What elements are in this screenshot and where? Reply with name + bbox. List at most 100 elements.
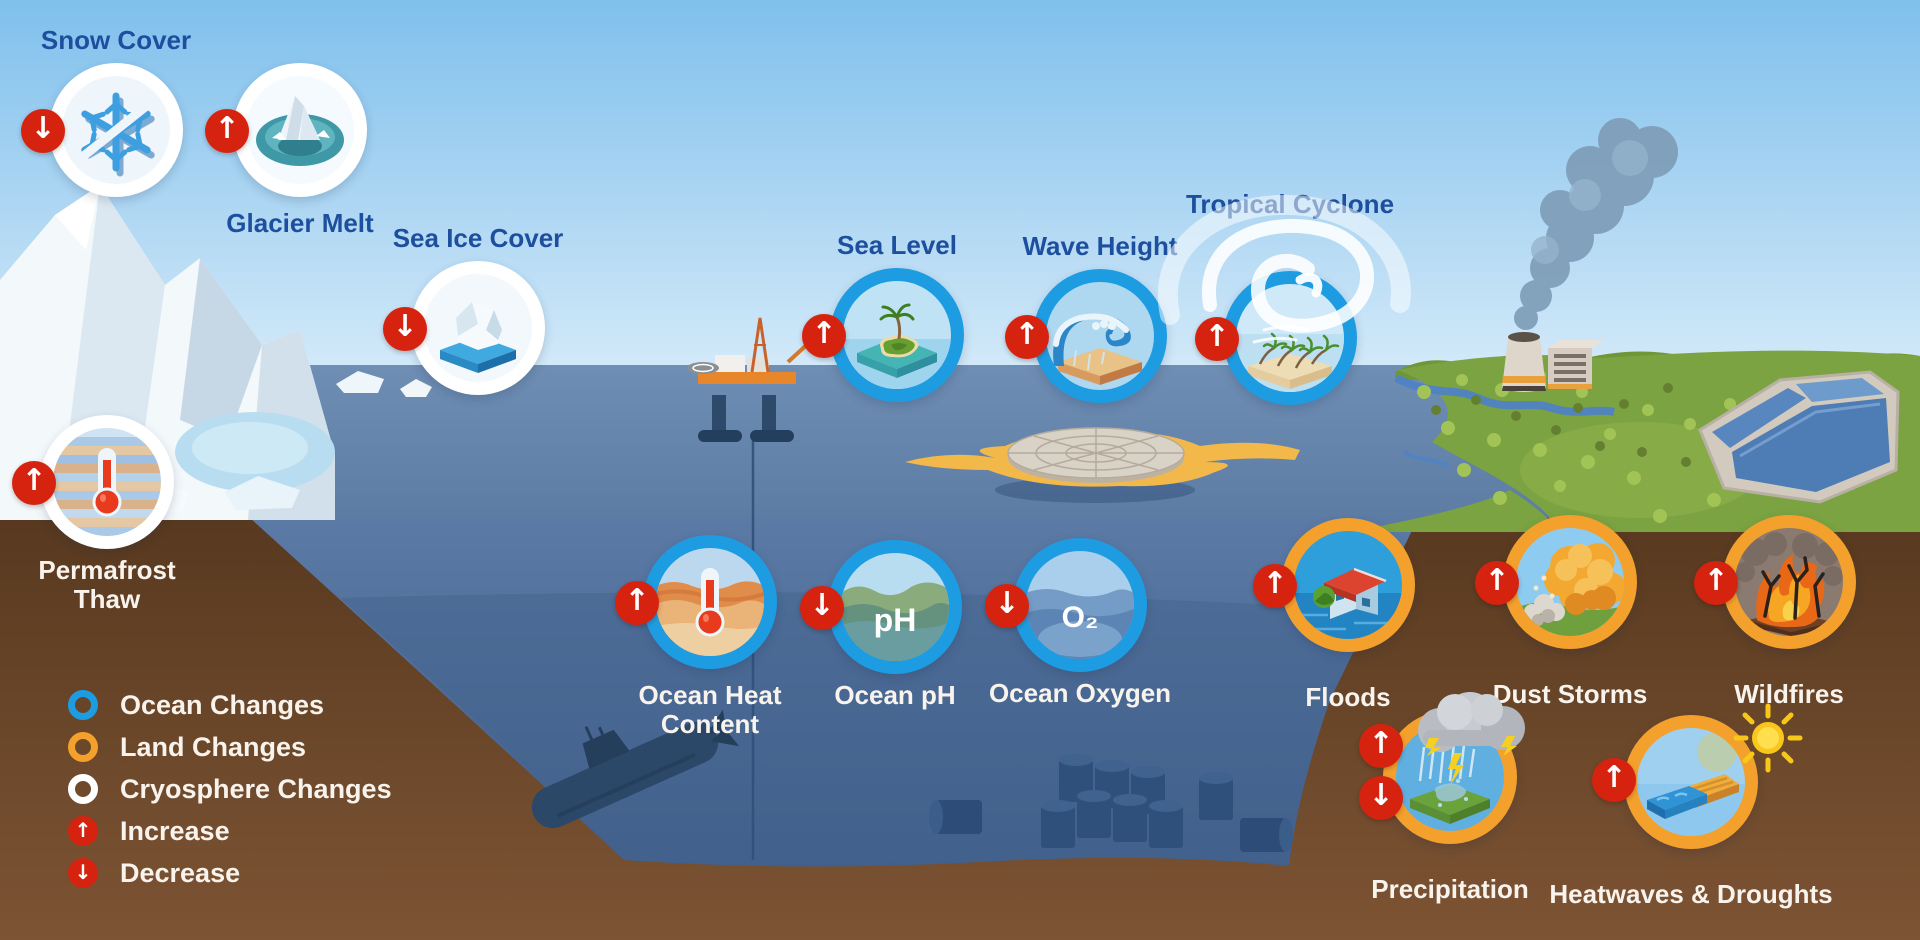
sea-level-icon xyxy=(830,268,964,402)
arrow-glyph: ↑ xyxy=(1601,760,1627,795)
arrow-glyph: ↑ xyxy=(1703,563,1729,598)
indicator-precipitation: ↑ ↓ Precipitation xyxy=(1359,710,1529,904)
increase-arrow-icon: ↑ xyxy=(12,461,56,505)
indicator-sea-ice-cover: ↓ Sea Ice Cover xyxy=(383,223,563,395)
arrow-glyph: ↓ xyxy=(994,586,1020,621)
increase-arrow-icon: ↑ xyxy=(1359,724,1403,768)
decrease-arrow-icon: ↓ xyxy=(383,307,427,351)
indicator-ocean-ph: pH ↓ Ocean pH xyxy=(800,540,962,710)
indicator-label: Floods xyxy=(1305,682,1391,712)
power-plant-illustration xyxy=(1502,118,1678,392)
sea-ice-cover-icon xyxy=(411,261,545,395)
arrow-glyph: ↓ xyxy=(74,860,92,884)
arrow-glyph: ↓ xyxy=(392,309,418,344)
indicator-label: Wildfires xyxy=(1734,679,1844,709)
legend-label: Land Changes xyxy=(120,731,307,762)
legend: Ocean Changes Land Changes Cryosphere Ch… xyxy=(68,684,392,894)
ocean-oxygen-icon: O₂ xyxy=(1013,538,1147,672)
wave-height-icon xyxy=(1033,269,1167,403)
smoke-plume xyxy=(1514,118,1678,330)
indicator-label: Wave Height xyxy=(1022,230,1178,261)
indicator-snow-cover: ↓ Snow Cover xyxy=(21,25,191,197)
increase-arrow-icon: ↑ xyxy=(1475,561,1519,605)
indicator-wave-height: ↑ Wave Height xyxy=(1005,231,1178,403)
increase-arrow-icon: ↑ xyxy=(802,314,846,358)
indicator-label: Sea Ice Cover xyxy=(392,222,564,253)
river xyxy=(1394,374,1615,416)
decrease-arrow-icon: ↓ xyxy=(68,858,98,888)
arrow-glyph: ↓ xyxy=(30,111,56,146)
water-treatment-facility xyxy=(1698,370,1900,504)
arrow-glyph: ↑ xyxy=(1014,317,1040,352)
ocean-heat-content-icon xyxy=(643,535,777,669)
arrow-glyph: ↑ xyxy=(1262,566,1288,601)
indicator-label: Precipitation xyxy=(1371,874,1529,904)
legend-label: Cryosphere Changes xyxy=(120,773,392,804)
arrow-glyph: ↑ xyxy=(1368,726,1394,761)
decrease-arrow-icon: ↓ xyxy=(21,109,65,153)
indicator-label: Permafrost Thaw xyxy=(38,555,176,615)
land-changes-ring-icon xyxy=(68,732,98,762)
barrels-illustration xyxy=(929,754,1293,852)
indicator-label: Ocean Heat Content xyxy=(638,680,782,740)
indicator-ocean-heat-content: ↑ Ocean Heat Content xyxy=(615,535,782,739)
cryosphere-changes-ring-icon xyxy=(68,774,98,804)
arrow-glyph: ↓ xyxy=(1368,778,1394,813)
legend-item-ocean-changes: Ocean Changes xyxy=(68,684,392,726)
indicator-label: Snow Cover xyxy=(40,24,192,55)
wildfires-icon xyxy=(1722,515,1856,649)
increase-arrow-icon: ↑ xyxy=(615,581,659,625)
legend-label: Decrease xyxy=(120,857,241,888)
indicator-tropical-cyclone: ↑ Tropical Cyclone xyxy=(1186,189,1394,405)
arrow-glyph: ↓ xyxy=(809,588,835,623)
arrow-glyph: ↑ xyxy=(1484,563,1510,598)
legend-item-cryosphere-changes: Cryosphere Changes xyxy=(68,768,392,810)
legend-label: Increase xyxy=(120,815,230,846)
arrow-glyph: ↑ xyxy=(214,111,240,146)
permafrost-thaw-icon xyxy=(40,415,174,549)
arrow-glyph: ↑ xyxy=(624,583,650,618)
legend-label: Ocean Changes xyxy=(120,689,325,720)
legend-item-decrease: ↓ Decrease xyxy=(68,852,392,894)
indicator-heatwaves-droughts: ↑ Heatwaves & Droughts xyxy=(1549,715,1833,909)
floating-icebergs xyxy=(336,371,432,397)
indicator-ocean-oxygen: O₂ ↓ Ocean Oxygen xyxy=(985,538,1171,708)
indicator-sea-level: ↑ Sea Level xyxy=(802,230,964,402)
decrease-arrow-icon: ↓ xyxy=(985,584,1029,628)
indicator-label: Dust Storms xyxy=(1492,679,1648,709)
indicator-wildfires: ↑ Wildfires xyxy=(1694,515,1856,709)
heatwaves-droughts-icon xyxy=(1624,715,1758,849)
mountain-illustration xyxy=(0,185,335,520)
indicator-label: Heatwaves & Droughts xyxy=(1549,879,1833,909)
ph-icon-text: pH xyxy=(874,602,917,638)
increase-arrow-icon: ↑ xyxy=(205,109,249,153)
ocean-ph-icon: pH xyxy=(828,540,962,674)
indicator-floods: ↑ Floods xyxy=(1253,518,1415,712)
legend-item-increase: ↑ Increase xyxy=(68,810,392,852)
decrease-arrow-icon: ↓ xyxy=(800,586,844,630)
indicator-glacier-melt: ↑ Glacier Melt xyxy=(205,63,374,238)
ocean-changes-ring-icon xyxy=(68,690,98,720)
dust-storms-icon xyxy=(1503,515,1637,649)
oil-rig-illustration xyxy=(687,317,814,442)
o2-icon-text: O₂ xyxy=(1062,601,1099,634)
arrow-glyph: ↑ xyxy=(74,818,92,842)
indicator-permafrost-thaw: ↑ Permafrost Thaw xyxy=(12,415,176,614)
indicator-label: Tropical Cyclone xyxy=(1185,188,1395,219)
glacier-melt-icon xyxy=(233,63,367,197)
legend-item-land-changes: Land Changes xyxy=(68,726,392,768)
increase-arrow-icon: ↑ xyxy=(1592,758,1636,802)
floods-icon xyxy=(1281,518,1415,652)
tropical-cyclone-icon xyxy=(1223,271,1357,405)
indicator-label: Ocean pH xyxy=(834,680,956,710)
increase-arrow-icon: ↑ xyxy=(1253,564,1297,608)
increase-arrow-icon: ↑ xyxy=(1195,317,1239,361)
arrow-glyph: ↑ xyxy=(811,316,837,351)
arrow-glyph: ↑ xyxy=(1204,319,1230,354)
increase-arrow-icon: ↑ xyxy=(1694,561,1738,605)
indicator-label: Glacier Melt xyxy=(226,208,374,238)
precipitation-icon xyxy=(1383,710,1517,844)
indicator-dust-storms: ↑ Dust Storms xyxy=(1475,515,1647,709)
